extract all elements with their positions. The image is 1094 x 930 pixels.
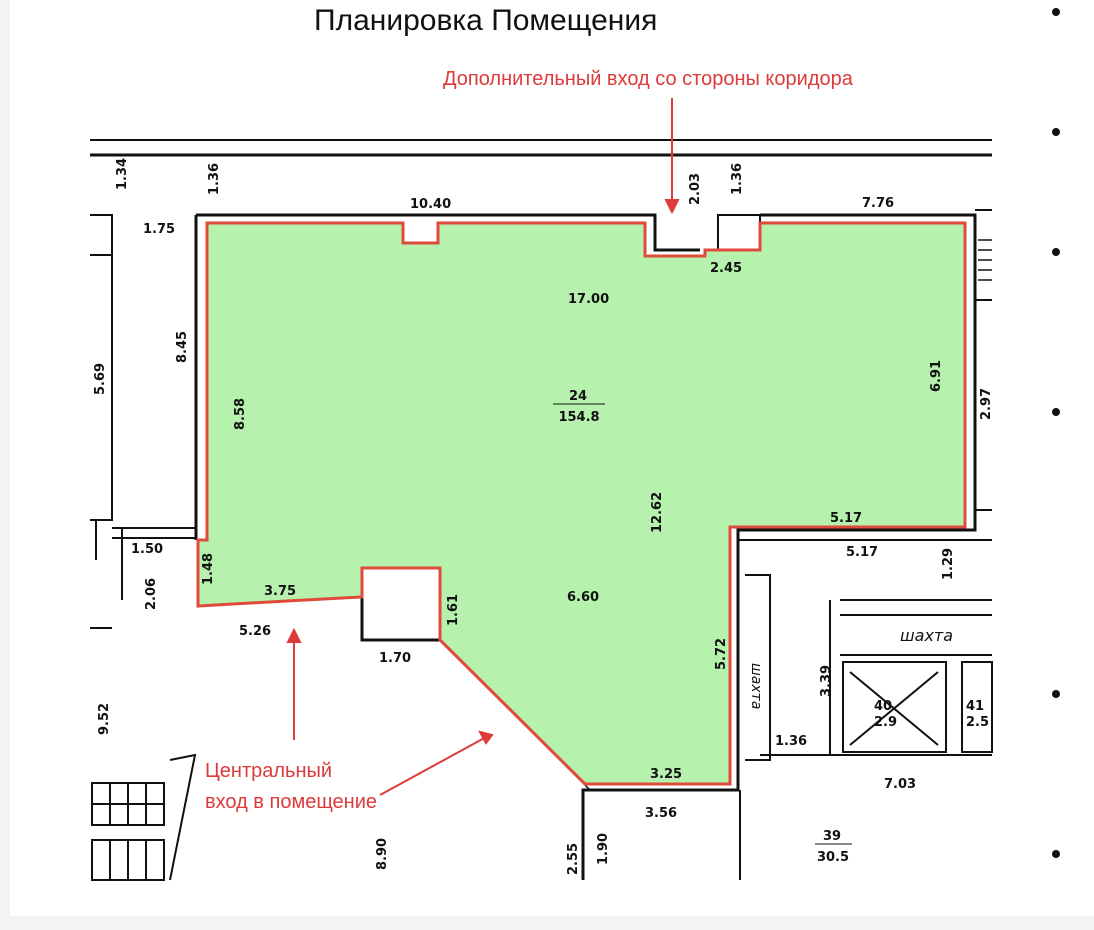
list-bullet	[1052, 690, 1060, 698]
dim-8-90: 8.90	[375, 838, 390, 870]
room-24-area	[196, 221, 967, 786]
dim-8-45: 8.45	[175, 331, 190, 363]
dim-1-48: 1.48	[201, 553, 216, 585]
room-area: 154.8	[558, 410, 599, 425]
dim-1-90: 1.90	[596, 833, 611, 865]
main-entrance-label-line2: вход в помещение	[205, 791, 377, 813]
annotation-arrows	[286, 98, 680, 796]
dim-1-75: 1.75	[143, 222, 175, 237]
dim-2-97: 2.97	[979, 388, 994, 420]
dim-12-62: 12.62	[650, 492, 665, 533]
elevator-41-area: 2.5	[966, 715, 989, 730]
dim-10-40: 10.40	[410, 197, 451, 212]
elevator-41-number: 41	[966, 699, 984, 714]
elevator-40-number: 40	[874, 699, 892, 714]
corridor-walls	[90, 139, 992, 157]
right-stair-stub	[978, 239, 992, 281]
dim-17-00: 17.00	[568, 292, 609, 307]
elevator-40-area: 2.9	[874, 715, 897, 730]
dim-3-75: 3.75	[264, 584, 296, 599]
dim-2-45: 2.45	[710, 261, 742, 276]
dim-7-76: 7.76	[862, 196, 894, 211]
dim-5-17-outer: 5.17	[846, 545, 878, 560]
neighbor-room-number: 39	[823, 829, 841, 844]
dim-2-55: 2.55	[566, 843, 581, 875]
list-bullet	[1052, 8, 1060, 16]
left-structure	[90, 214, 195, 629]
neighbor-room-area: 30.5	[817, 850, 849, 865]
dim-5-69-partial: 5.69	[93, 363, 108, 395]
dim-1-61: 1.61	[446, 594, 461, 626]
dim-1-70: 1.70	[379, 651, 411, 666]
dim-7-03: 7.03	[884, 777, 916, 792]
list-bullet	[1052, 408, 1060, 416]
dim-1-36-right: 1.36	[730, 163, 745, 195]
list-bullet	[1052, 128, 1060, 136]
list-bullet	[1052, 248, 1060, 256]
dim-3-56: 3.56	[645, 806, 677, 821]
dim-1-36-small: 1.36	[775, 734, 807, 749]
dim-5-17-inner: 5.17	[830, 511, 862, 526]
dim-1-29: 1.29	[941, 548, 956, 580]
right-structures	[738, 209, 993, 880]
page-title: Планировка Помещения	[314, 4, 658, 37]
dim-6-91: 6.91	[929, 360, 944, 392]
dim-3-25: 3.25	[650, 767, 682, 782]
main-entrance-label-line1: Центральный	[205, 760, 332, 782]
dim-2-06: 2.06	[144, 578, 159, 610]
side-entrance-label: Дополнительный вход со стороны коридора	[443, 68, 854, 90]
dim-5-26: 5.26	[239, 624, 271, 639]
dim-5-72: 5.72	[714, 638, 729, 670]
dim-3-39: 3.39	[819, 665, 834, 697]
shaft-label-vertical: шахта	[748, 663, 764, 709]
dim-6-60: 6.60	[567, 590, 599, 605]
dim-1-36-left: 1.36	[207, 163, 222, 195]
stairs	[91, 753, 197, 881]
list-bullet	[1052, 850, 1060, 858]
dim-8-58: 8.58	[233, 398, 248, 430]
room-number: 24	[569, 389, 587, 404]
dim-9-52: 9.52	[97, 703, 112, 735]
shaft-label: шахта	[900, 626, 953, 645]
dim-1-50: 1.50	[131, 542, 163, 557]
dim-1-34: 1.34	[115, 158, 130, 190]
dim-2-03: 2.03	[688, 173, 703, 205]
